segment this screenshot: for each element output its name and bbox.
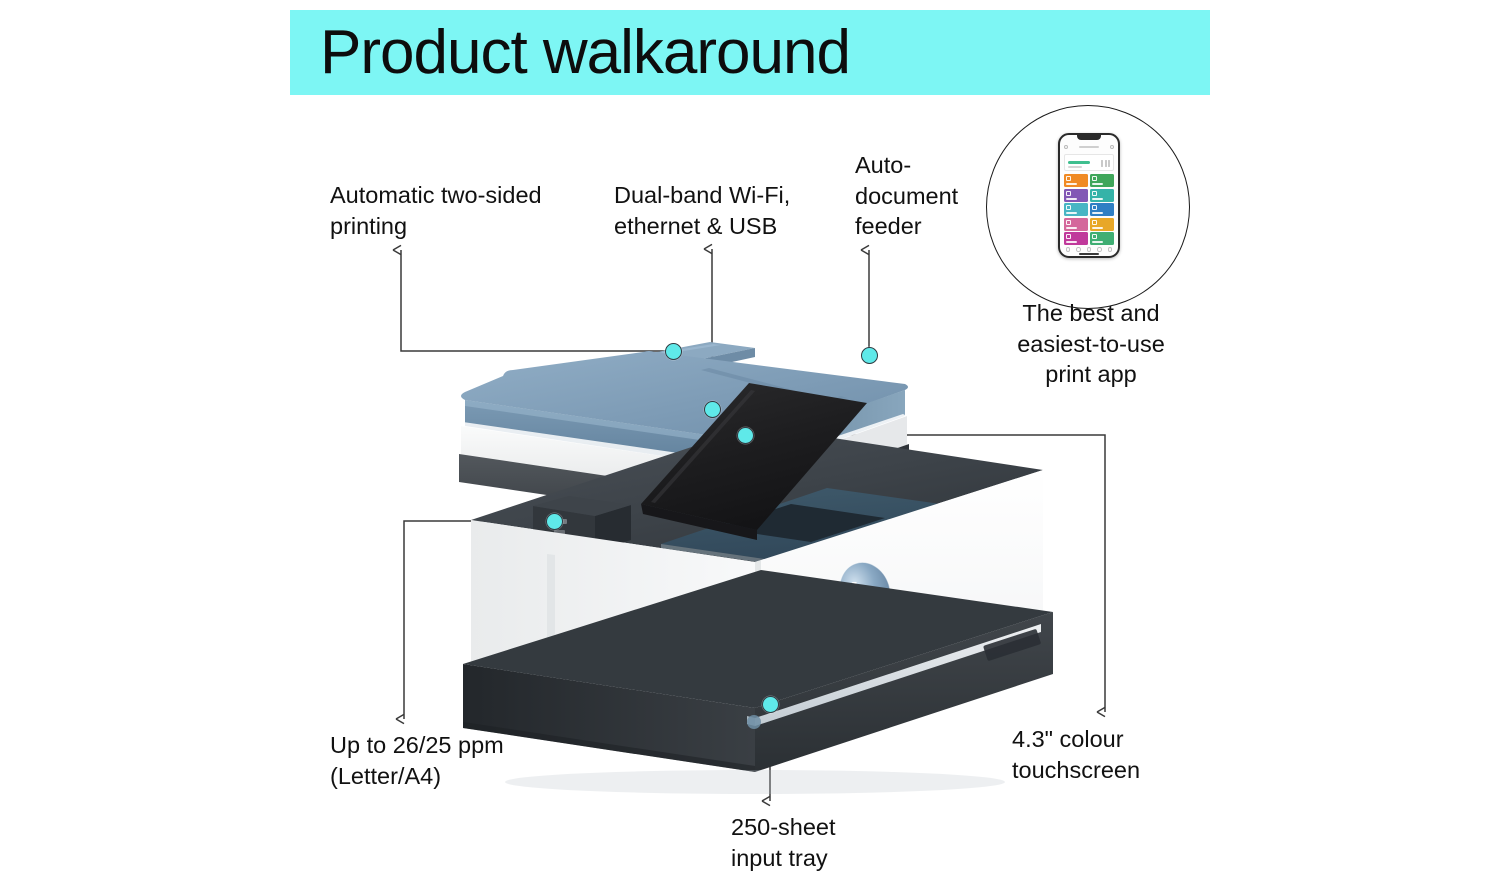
callout-auto-document-feeder: Auto- document feeder [855,152,959,240]
callout-touchscreen: 4.3" colour touchscreen [1012,726,1141,783]
phone-notch [1077,135,1101,140]
smartphone-mockup [1058,133,1120,258]
callout-print-speed: Up to 26/25 ppm (Letter/A4) [330,732,504,789]
print-tile [1064,174,1089,187]
page-title: Product walkaround [320,17,851,87]
title-banner [290,10,1210,95]
shortcuts-tile [1064,203,1089,216]
settings-tile [1064,217,1089,231]
status-subtext [1068,165,1082,168]
phone-status-bar [1063,137,1115,141]
printer-status-card [1064,154,1114,171]
hotspot-connectivity[interactable] [704,401,721,418]
account-icon [1110,145,1114,149]
control-panel-touchscreen [641,383,867,540]
fax-tile [1089,188,1114,202]
hotspot-adf[interactable] [861,347,878,364]
share-tile [1089,232,1114,245]
shop-tile [1064,232,1089,245]
callout-input-tray: 250-sheet input tray [731,814,836,871]
supplies-tile [1089,203,1114,216]
callout-connectivity: Dual-band Wi-Fi, ethernet & USB [614,182,791,239]
supplies-tab-icon [1097,247,1102,252]
copy-tile [1064,188,1089,202]
app-title-bar [1079,146,1099,148]
scan-tab-icon [1086,247,1092,252]
ink-levels-icon [1101,160,1110,167]
more-tab-icon [1107,247,1112,252]
home-indicator [1079,253,1099,255]
hotspot-input-tray[interactable] [762,696,779,713]
hotspot-duplex[interactable] [665,343,682,360]
scan-tile [1089,174,1114,187]
app-tab-bar [1063,246,1115,253]
printer-illustration: hp [455,330,1075,800]
print-app-illustration [986,105,1190,309]
app-header [1063,143,1115,152]
leader-two-sided-printing [392,244,673,352]
input-tray-base [463,570,1053,772]
callout-two-sided-printing: Automatic two-sided printing [330,182,542,239]
status-bar-green [1068,161,1090,164]
menu-icon [1064,145,1068,149]
circle-outline [986,105,1190,309]
printer-tab-icon [1076,247,1081,252]
app-tile-grid [1064,174,1114,245]
callout-print-app: The best and easiest-to-use print app [1017,300,1165,388]
help-tile [1089,217,1114,231]
hotspot-touchscreen[interactable] [737,427,754,444]
home-tab-icon [1065,247,1071,252]
hotspot-print-speed[interactable] [546,513,563,530]
